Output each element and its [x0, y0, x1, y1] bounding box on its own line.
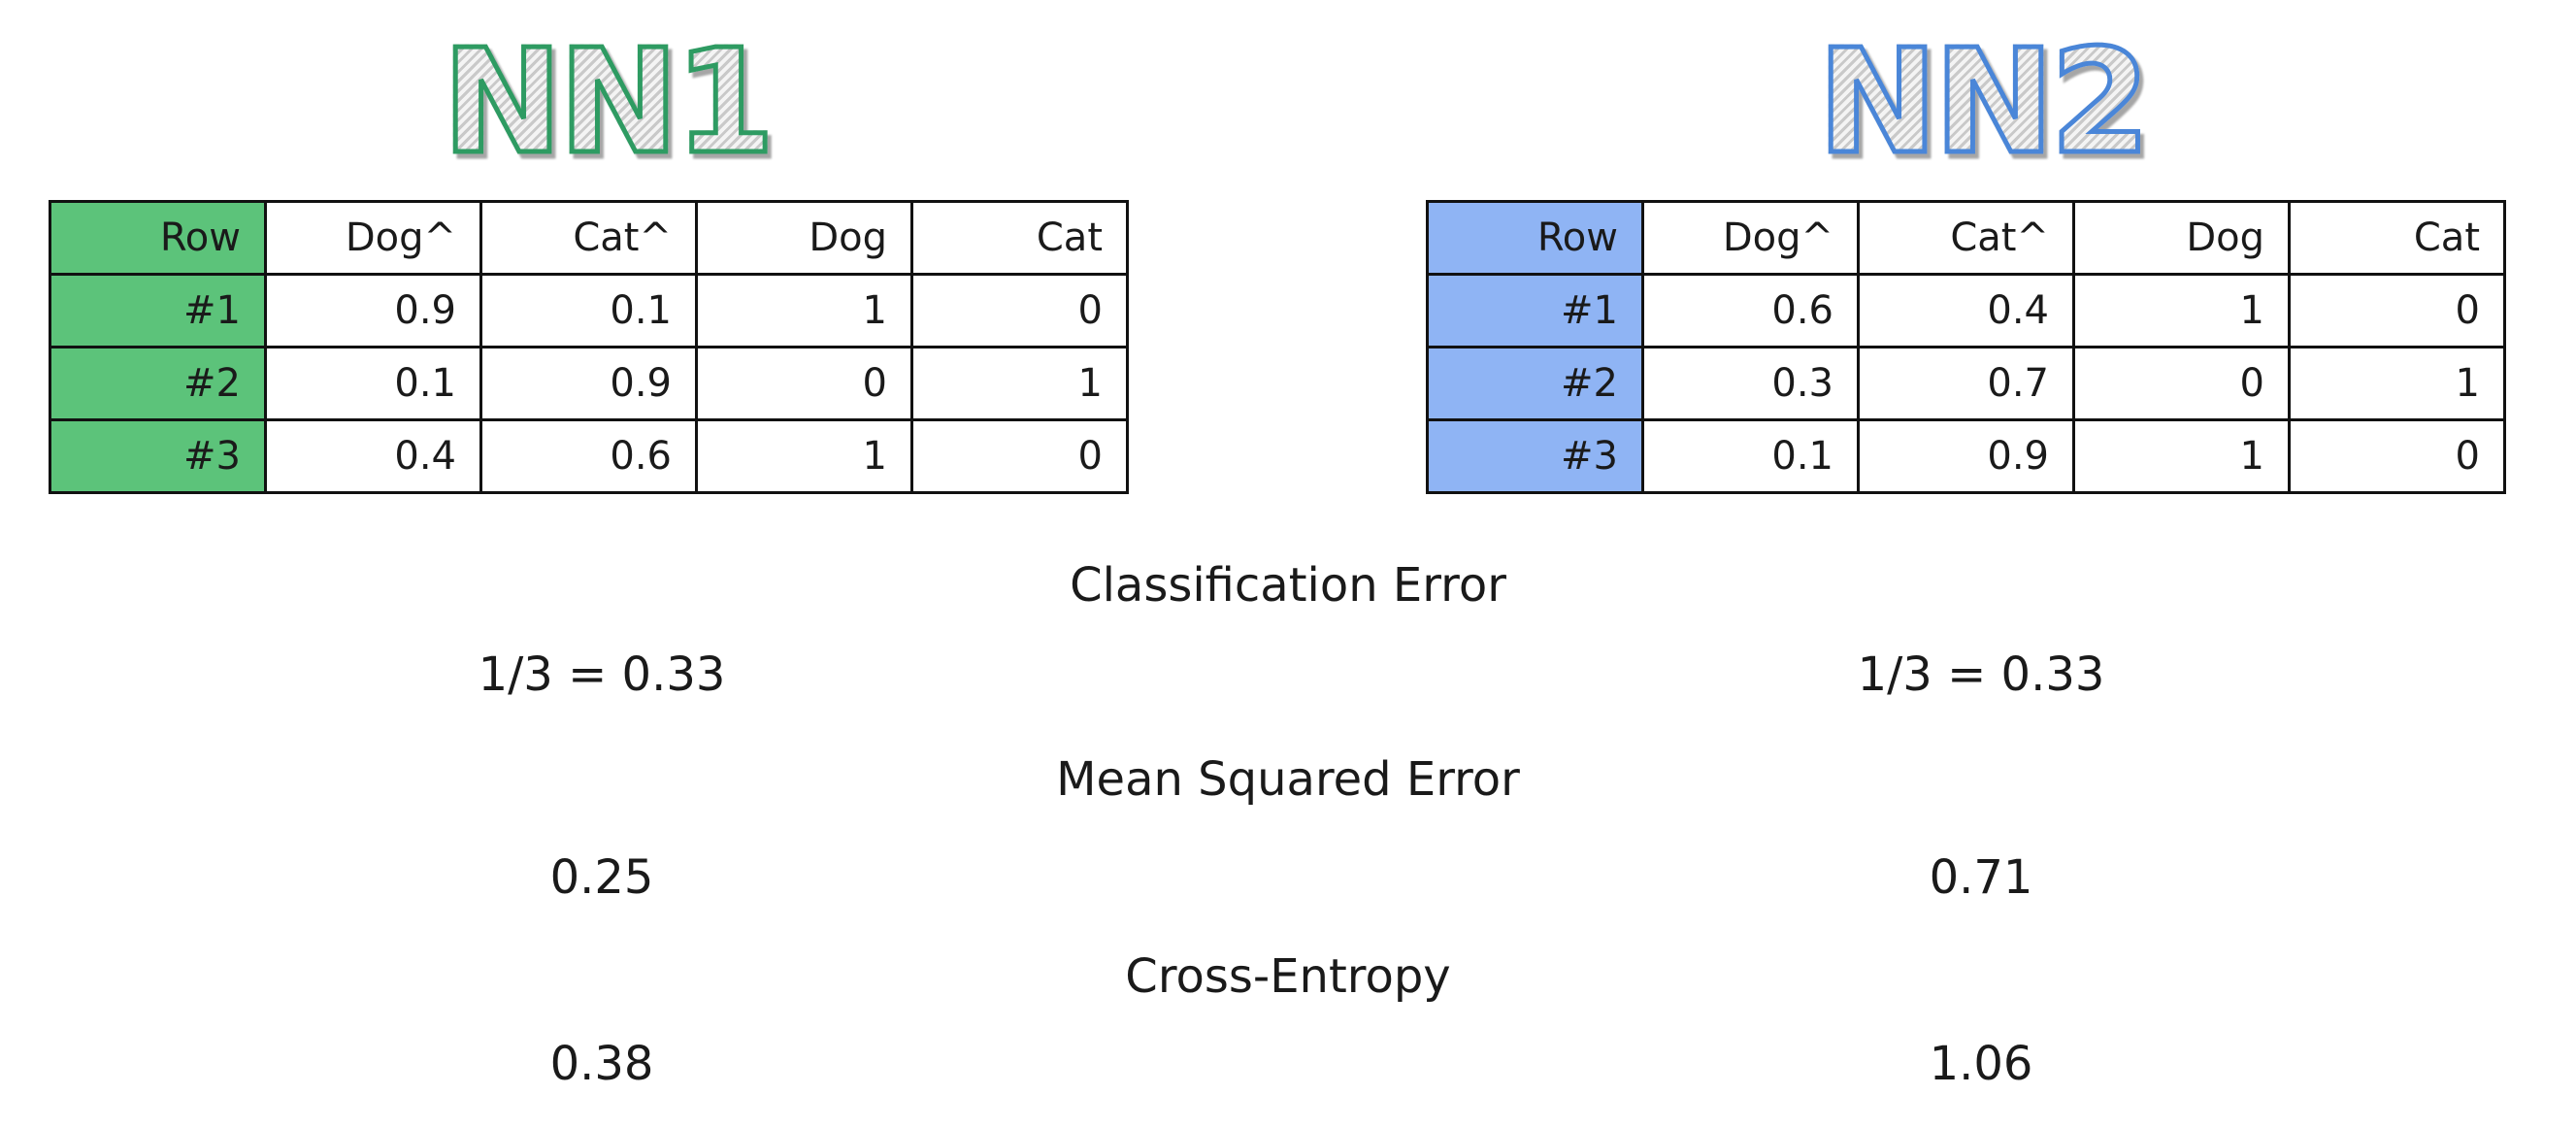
- column-header-cat: Cat: [2288, 200, 2506, 276]
- nn2-classification-error-value: 1/3 = 0.33: [1857, 647, 2105, 702]
- table-header-row: Row Dog^ Cat^ Dog Cat: [49, 200, 1129, 276]
- nn1-table: Row Dog^ Cat^ Dog Cat #1 0.9 0.1 1 0 #2 …: [49, 200, 1129, 494]
- table-row: #1 0.6 0.4 1 0: [1426, 273, 2506, 348]
- nn1-classification-error-value: 1/3 = 0.33: [478, 647, 726, 702]
- nn1-title: NN1: [413, 27, 801, 178]
- dog-cell: 1: [2072, 273, 2291, 348]
- dog-cell: 1: [695, 418, 913, 494]
- table-row: #2 0.3 0.7 0 1: [1426, 346, 2506, 421]
- row-id-cell: #3: [49, 418, 267, 494]
- cat-cell: 1: [910, 346, 1129, 421]
- dog-cell: 1: [695, 273, 913, 348]
- column-header-cat: Cat: [910, 200, 1129, 276]
- nn2-table: Row Dog^ Cat^ Dog Cat #1 0.6 0.4 1 0 #2 …: [1426, 200, 2506, 494]
- row-id-cell: #2: [49, 346, 267, 421]
- cat-pred-cell: 0.9: [1857, 418, 2075, 494]
- row-id-cell: #3: [1426, 418, 1644, 494]
- nn1-mse-value: 0.25: [549, 850, 654, 905]
- cat-pred-cell: 0.4: [1857, 273, 2075, 348]
- cross-entropy-label: Cross-Entropy: [1125, 949, 1451, 1004]
- table-row: #2 0.1 0.9 0 1: [49, 346, 1129, 421]
- table-row: #3 0.4 0.6 1 0: [49, 418, 1129, 494]
- cat-pred-cell: 0.7: [1857, 346, 2075, 421]
- column-header-dog: Dog: [2072, 200, 2291, 276]
- dog-pred-cell: 0.3: [1641, 346, 1860, 421]
- column-header-row: Row: [49, 200, 267, 276]
- table-header-row: Row Dog^ Cat^ Dog Cat: [1426, 200, 2506, 276]
- row-id-cell: #1: [1426, 273, 1644, 348]
- row-id-cell: #1: [49, 273, 267, 348]
- column-header-cat-pred: Cat^: [479, 200, 698, 276]
- table-row: #1 0.9 0.1 1 0: [49, 273, 1129, 348]
- cat-cell: 0: [2288, 418, 2506, 494]
- dog-cell: 1: [2072, 418, 2291, 494]
- dog-pred-cell: 0.6: [1641, 273, 1860, 348]
- mean-squared-error-label: Mean Squared Error: [1056, 752, 1520, 807]
- dog-pred-cell: 0.9: [264, 273, 482, 348]
- dog-pred-cell: 0.4: [264, 418, 482, 494]
- column-header-row: Row: [1426, 200, 1644, 276]
- cat-pred-cell: 0.6: [479, 418, 698, 494]
- cat-pred-cell: 0.1: [479, 273, 698, 348]
- dog-cell: 0: [2072, 346, 2291, 421]
- cat-cell: 0: [910, 418, 1129, 494]
- classification-error-label: Classification Error: [1070, 558, 1506, 613]
- table-row: #3 0.1 0.9 1 0: [1426, 418, 2506, 494]
- nn2-title: NN2: [1788, 27, 2176, 178]
- column-header-dog: Dog: [695, 200, 913, 276]
- dog-pred-cell: 0.1: [264, 346, 482, 421]
- dog-pred-cell: 0.1: [1641, 418, 1860, 494]
- dog-cell: 0: [695, 346, 913, 421]
- cat-cell: 0: [910, 273, 1129, 348]
- nn2-cross-entropy-value: 1.06: [1929, 1037, 2033, 1091]
- column-header-dog-pred: Dog^: [1641, 200, 1860, 276]
- row-id-cell: #2: [1426, 346, 1644, 421]
- column-header-dog-pred: Dog^: [264, 200, 482, 276]
- cat-cell: 0: [2288, 273, 2506, 348]
- column-header-cat-pred: Cat^: [1857, 200, 2075, 276]
- nn1-cross-entropy-value: 0.38: [549, 1037, 654, 1091]
- cat-cell: 1: [2288, 346, 2506, 421]
- nn2-mse-value: 0.71: [1929, 850, 2033, 905]
- cat-pred-cell: 0.9: [479, 346, 698, 421]
